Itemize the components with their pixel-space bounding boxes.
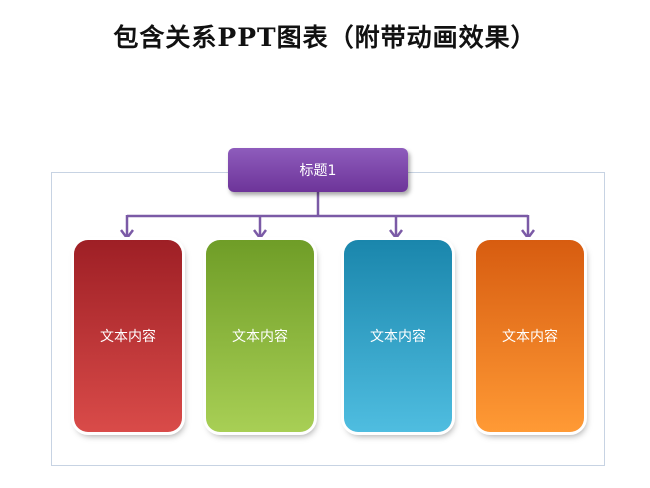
content-card-label: 文本内容 [370,329,426,345]
content-card-label: 文本内容 [100,329,156,345]
content-card-label: 文本内容 [502,329,558,345]
content-card-2[interactable]: 文本内容 [206,240,314,432]
header-node-label: 标题1 [299,163,337,179]
content-card-label: 文本内容 [232,329,288,345]
arrowhead-3 [389,229,403,241]
arrowhead-2 [253,229,267,241]
header-node[interactable]: 标题1 [228,148,408,192]
content-card-4[interactable]: 文本内容 [476,240,584,432]
arrowhead-4 [521,229,535,241]
content-card-1[interactable]: 文本内容 [74,240,182,432]
content-card-3[interactable]: 文本内容 [344,240,452,432]
page-title: 包含关系PPT图表（附带动画效果） [113,23,537,52]
arrowhead-1 [120,229,134,241]
